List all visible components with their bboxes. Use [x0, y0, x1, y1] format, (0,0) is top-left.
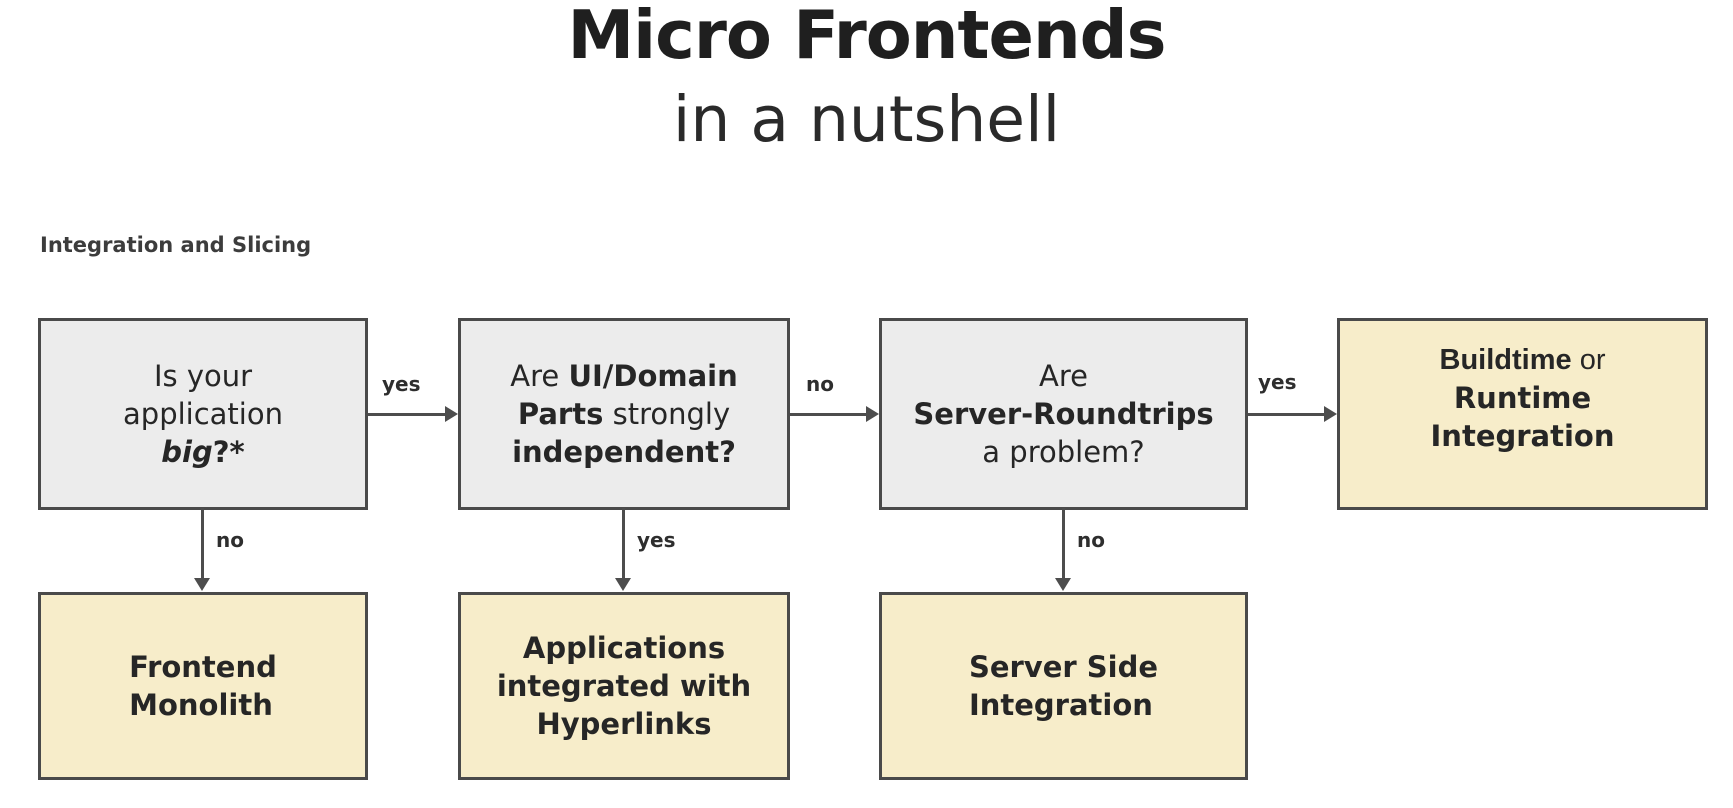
arrow-line-roundtrips-to-serverside: [1062, 508, 1065, 580]
section-label: Integration and Slicing: [40, 233, 312, 257]
edge-label-srt-yes: yes: [1258, 370, 1297, 394]
arrowhead-right-icon: [866, 406, 879, 422]
edge-label-big-no: no: [216, 528, 244, 552]
edge-label-big-yes: yes: [382, 372, 421, 396]
edge-label-srt-no: no: [1077, 528, 1105, 552]
title-line-2: in a nutshell: [672, 83, 1061, 156]
arrowhead-down-icon: [615, 578, 631, 591]
arrow-line-uidomain-to-roundtrips: [790, 413, 867, 416]
arrowhead-right-icon: [445, 406, 458, 422]
arrow-line-uidomain-to-hyperlinks: [622, 508, 625, 580]
arrow-line-roundtrips-to-integration: [1248, 413, 1325, 416]
title-line-1: Micro Frontends: [567, 0, 1166, 74]
arrowhead-right-icon: [1324, 406, 1337, 422]
arrowhead-down-icon: [194, 578, 210, 591]
arrow-line-big-to-uidomain: [368, 413, 446, 416]
edge-label-ui-no: no: [806, 372, 834, 396]
page-title: Micro Frontends in a nutshell: [0, 0, 1733, 156]
edge-label-ui-yes: yes: [637, 528, 676, 552]
arrow-line-big-to-monolith: [201, 508, 204, 580]
arrowhead-down-icon: [1055, 578, 1071, 591]
